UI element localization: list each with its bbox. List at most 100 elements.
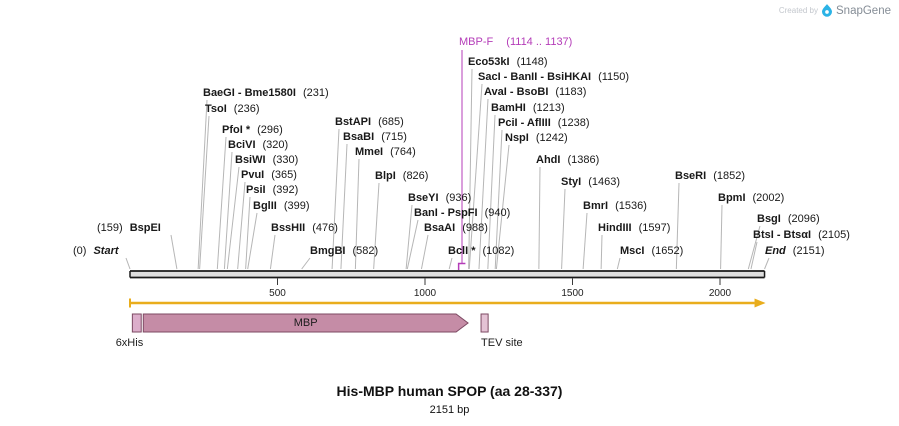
sequence-line-fill xyxy=(130,271,765,278)
site-name: MscI xyxy=(620,245,645,257)
site-label-baegi-bme1580i[interactable]: BaeGI - Bme1580I(231) xyxy=(203,87,329,100)
primer-name: MBP-F xyxy=(459,36,494,48)
site-name: BtsI - BtsαI xyxy=(753,229,812,241)
site-label-blpi[interactable]: BlpI(826) xyxy=(375,170,428,183)
site-label-msci[interactable]: MscI (1652) xyxy=(620,245,683,258)
callout-line-styi xyxy=(561,188,566,270)
site-name: BmgBI xyxy=(310,245,346,257)
feature-mbp[interactable] xyxy=(142,313,469,333)
site-position: (1463) xyxy=(588,176,620,188)
callout-line-mmei xyxy=(354,158,360,270)
construct-arrow-head xyxy=(754,298,766,308)
site-position: (1183) xyxy=(555,86,587,98)
site-name: BsaBI xyxy=(343,131,375,143)
callout-line-bcivi xyxy=(223,151,233,270)
site-label-bsiwi[interactable]: BsiWI(330) xyxy=(235,154,298,167)
site-position: (1536) xyxy=(615,200,647,212)
site-position: (1652) xyxy=(651,245,684,257)
callout-line-baegi-bme1580i xyxy=(197,99,208,270)
site-name: BstAPI xyxy=(335,116,372,128)
site-name: Eco53kI xyxy=(468,56,510,68)
site-label-bsabi[interactable]: BsaBI (715) xyxy=(343,131,407,144)
site-label-end[interactable]: End (2151) xyxy=(765,245,825,258)
feature-label-6xhis: 6xHis xyxy=(115,337,144,349)
feature-tev-site[interactable] xyxy=(480,313,489,333)
site-label-mmei[interactable]: MmeI(764) xyxy=(355,146,416,159)
site-name: BlpI xyxy=(375,170,396,182)
primer-label[interactable]: MBP-F (1114 .. 1137) xyxy=(459,36,572,49)
site-label-psii[interactable]: PsiI(392) xyxy=(246,184,298,197)
site-label-bsshii[interactable]: BssHII(476) xyxy=(271,222,338,235)
callout-line-bsiwi xyxy=(226,166,240,270)
site-position: (0) xyxy=(73,245,87,257)
callout-line-bseri xyxy=(675,182,680,270)
site-label-styi[interactable]: StyI(1463) xyxy=(561,176,620,189)
site-label-pcii-afliii[interactable]: PciI - AflIII(1238) xyxy=(498,117,590,130)
callout-line-blpi xyxy=(373,182,380,270)
site-label-bmgbi[interactable]: BmgBI(582) xyxy=(310,245,378,258)
callout-line-start xyxy=(125,257,131,270)
callout-line-msci xyxy=(616,257,621,270)
feature-6xhis[interactable] xyxy=(131,313,142,333)
site-label-bmri[interactable]: BmrI(1536) xyxy=(583,200,647,213)
site-label-pvui[interactable]: PvuI(365) xyxy=(241,169,297,182)
site-name: BglII xyxy=(253,200,277,212)
callout-line-bseyi xyxy=(405,204,413,270)
callout-line-bstapi xyxy=(331,128,340,270)
site-name: PciI - AflIII xyxy=(498,117,551,129)
site-label-bcli[interactable]: BclI *(1082) xyxy=(448,245,514,258)
title-block: His-MBP human SPOP (aa 28-337) 2151 bp xyxy=(0,383,899,416)
site-label-bsaai[interactable]: BsaAI(988) xyxy=(424,222,488,235)
callout-line-eco53ki xyxy=(468,68,473,270)
site-name: PvuI xyxy=(241,169,265,181)
site-name: AvaI - BsoBI xyxy=(484,86,549,98)
site-label-bglii[interactable]: BglII(399) xyxy=(253,200,310,213)
primer-annotation[interactable] xyxy=(457,262,466,271)
ruler-label-1500: 1500 xyxy=(561,288,584,299)
callout-line-tsoi xyxy=(199,115,210,270)
callout-line-psii xyxy=(245,196,251,270)
site-position: (764) xyxy=(390,146,416,158)
site-label-bseri[interactable]: BseRI(1852) xyxy=(675,170,745,183)
site-position: (715) xyxy=(381,131,407,143)
site-label-avai-bsobi[interactable]: AvaI - BsoBI (1183) xyxy=(484,86,586,99)
watermark-created-by: Created by xyxy=(778,6,818,15)
primer-range: (1114 .. 1137) xyxy=(506,36,573,48)
site-label-pfoi[interactable]: PfoI *(296) xyxy=(222,124,283,137)
site-label-start[interactable]: (0) Start xyxy=(73,245,119,258)
site-position: (685) xyxy=(378,116,404,128)
callout-line-bpmi xyxy=(720,204,723,270)
callout-line-btsi-bts-i xyxy=(750,241,758,270)
site-label-bsgi[interactable]: BsgI(2096) xyxy=(757,213,820,226)
site-label-tsoi[interactable]: TsoI(236) xyxy=(205,103,259,116)
site-position: (2151) xyxy=(792,245,825,257)
site-label-bpmi[interactable]: BpmI(2002) xyxy=(718,192,784,205)
site-position: (940) xyxy=(484,207,511,219)
callout-line-pvui xyxy=(237,181,246,270)
site-name: Start xyxy=(93,245,119,257)
site-name: BsgI xyxy=(757,213,781,225)
site-label-bamhi[interactable]: BamHI(1213) xyxy=(491,102,565,115)
callout-line-bmgbi xyxy=(301,257,311,270)
watermark: Created by SnapGene xyxy=(779,4,891,17)
site-label-bani-pspfi[interactable]: BanI - PspFI(940) xyxy=(414,207,510,220)
callout-line-ahdi xyxy=(538,166,541,270)
site-label-bspei[interactable]: (159)BspEI xyxy=(97,222,161,235)
site-position: (2002) xyxy=(752,192,785,204)
site-label-eco53ki[interactable]: Eco53kI(1148) xyxy=(468,56,548,69)
site-position: (1213) xyxy=(532,102,565,114)
callout-line-pfoi xyxy=(216,136,227,270)
site-label-nspi[interactable]: NspI(1242) xyxy=(505,132,568,145)
callout-line-bsabi xyxy=(340,143,348,270)
site-label-bstapi[interactable]: BstAPI (685) xyxy=(335,116,404,129)
site-name: End xyxy=(765,245,786,257)
site-label-btsi-bts-i[interactable]: BtsI - BtsαI(2105) xyxy=(753,229,850,242)
site-label-hindiii[interactable]: HindIII(1597) xyxy=(598,222,670,235)
site-label-ahdi[interactable]: AhdI(1386) xyxy=(536,154,599,167)
site-position: (320) xyxy=(262,139,289,151)
site-label-bseyi[interactable]: BseYI(936) xyxy=(408,192,471,205)
site-label-saci-banii-bsihkai[interactable]: SacI - BanII - BsiHKAI(1150) xyxy=(478,71,629,84)
site-label-bcivi[interactable]: BciVI(320) xyxy=(228,139,288,152)
site-name: HindIII xyxy=(598,222,632,234)
